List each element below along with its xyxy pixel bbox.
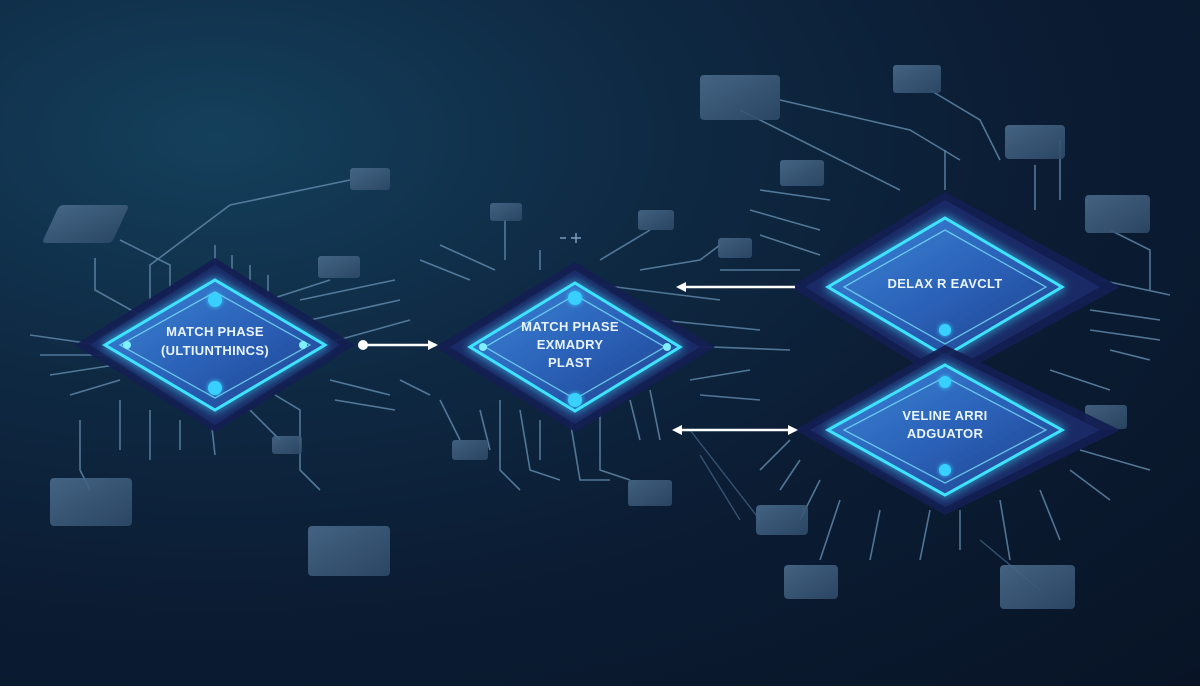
connector-pad-icon: [318, 256, 360, 278]
arrows: [358, 282, 798, 435]
connector-pads: [43, 65, 1150, 609]
chip-4-label-line-2: ADGUATOR: [907, 426, 984, 441]
connector-node-icon: [939, 376, 951, 476]
chip-2[interactable]: MATCH PHASE EXMADRY PLAST: [435, 262, 715, 432]
connector-pad-icon: [628, 480, 672, 506]
chip-4-label-line-1: VELINE ARRI: [902, 408, 987, 423]
connector-pad-icon: [1000, 565, 1075, 609]
chip-3[interactable]: DELAX R EAVCLT: [790, 192, 1120, 382]
connector-pad-icon: [638, 210, 674, 230]
connector-node-icon: [479, 291, 671, 407]
connector-pad-icon: [1005, 125, 1065, 159]
arrow-1: [358, 340, 438, 350]
connector-pad-icon: [780, 160, 824, 186]
connector-pad-icon: [490, 203, 522, 221]
connector-pad-icon: [452, 440, 488, 460]
chip-2-label-line-2: EXMADRY: [537, 337, 604, 352]
connector-node-icon: [939, 324, 951, 336]
connector-pad-icon: [784, 565, 838, 599]
connector-pad-icon: [350, 168, 390, 190]
connector-pad-icon: [700, 75, 780, 120]
chip-1[interactable]: MATCH PHASE (ULTIUNTHINCS): [75, 258, 355, 432]
connector-node-icon: [123, 293, 307, 395]
connector-pad-icon: [1085, 195, 1150, 233]
connector-pad-icon: [756, 505, 808, 535]
connector-pad-icon: [718, 238, 752, 258]
cross-markers: [560, 233, 581, 243]
connector-pad-icon: [43, 205, 128, 243]
chip-3-label-line-1: DELAX R EAVCLT: [888, 276, 1003, 291]
connector-pad-icon: [308, 526, 390, 576]
circuit-traces: [29, 89, 1171, 591]
chip-4[interactable]: VELINE ARRI ADGUATOR: [795, 345, 1120, 515]
connector-pad-icon: [272, 436, 302, 454]
connector-pad-icon: [50, 478, 132, 526]
chip-1-label-line-1: MATCH PHASE: [166, 324, 264, 339]
chip-2-label-line-1: MATCH PHASE: [521, 319, 619, 334]
chip-2-label-line-3: PLAST: [548, 355, 592, 370]
connector-pad-icon: [893, 65, 941, 93]
chip-1-label-line-2: (ULTIUNTHINCS): [161, 343, 269, 358]
